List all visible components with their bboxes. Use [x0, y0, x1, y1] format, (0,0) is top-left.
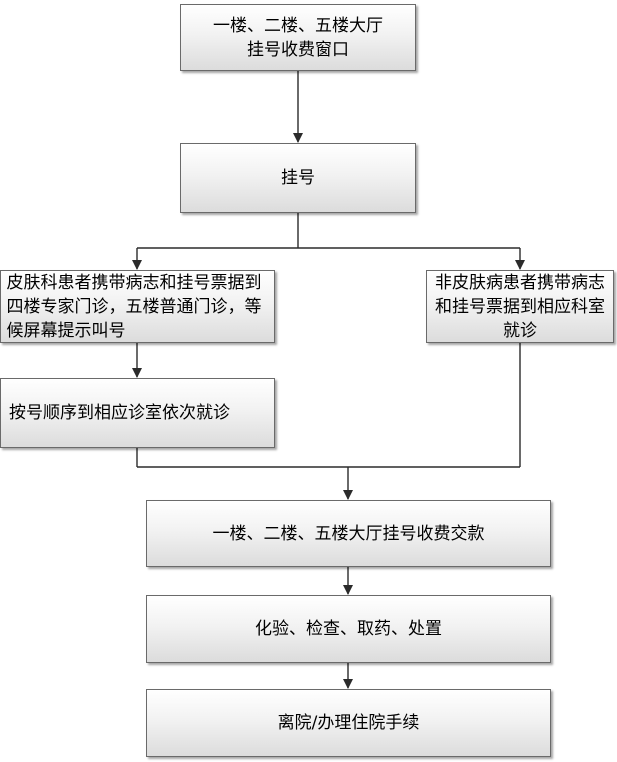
node-dermatology-label: 皮肤科患者携带病志和挂号票据到四楼专家门诊，五楼普通门诊，等候屏幕提示叫号 — [6, 272, 262, 341]
node-exit-label: 离院/办理住院手续 — [277, 713, 420, 733]
node-tests-label: 化验、检查、取药、处置 — [255, 619, 442, 639]
node-payment-label: 一楼、二楼、五楼大厅挂号收费交款 — [212, 523, 485, 544]
node-register: 挂号 — [180, 143, 416, 213]
node-hall-registration-window: 一楼、二楼、五楼大厅挂号收费窗口 — [180, 4, 416, 71]
node-dermatology-branch: 皮肤科患者携带病志和挂号票据到四楼专家门诊，五楼普通门诊，等候屏幕提示叫号 — [0, 270, 275, 343]
node-payment: 一楼、二楼、五楼大厅挂号收费交款 — [146, 500, 551, 567]
node-non-dermatology-branch: 非皮肤病患者携带病志和挂号票据到相应科室就诊 — [426, 270, 614, 343]
node-exit-hospitalization: 离院/办理住院手续 — [146, 689, 551, 757]
node-non-dermatology-label: 非皮肤病患者携带病志和挂号票据到相应科室就诊 — [435, 272, 605, 341]
node-visit-clinic-label: 按号顺序到相应诊室依次就诊 — [9, 403, 230, 423]
node-visit-clinic: 按号顺序到相应诊室依次就诊 — [0, 378, 275, 448]
node-register-label: 挂号 — [281, 168, 315, 188]
node-tests-medicine: 化验、检查、取药、处置 — [146, 595, 551, 663]
node-hall-registration-label: 一楼、二楼、五楼大厅挂号收费窗口 — [213, 15, 383, 60]
